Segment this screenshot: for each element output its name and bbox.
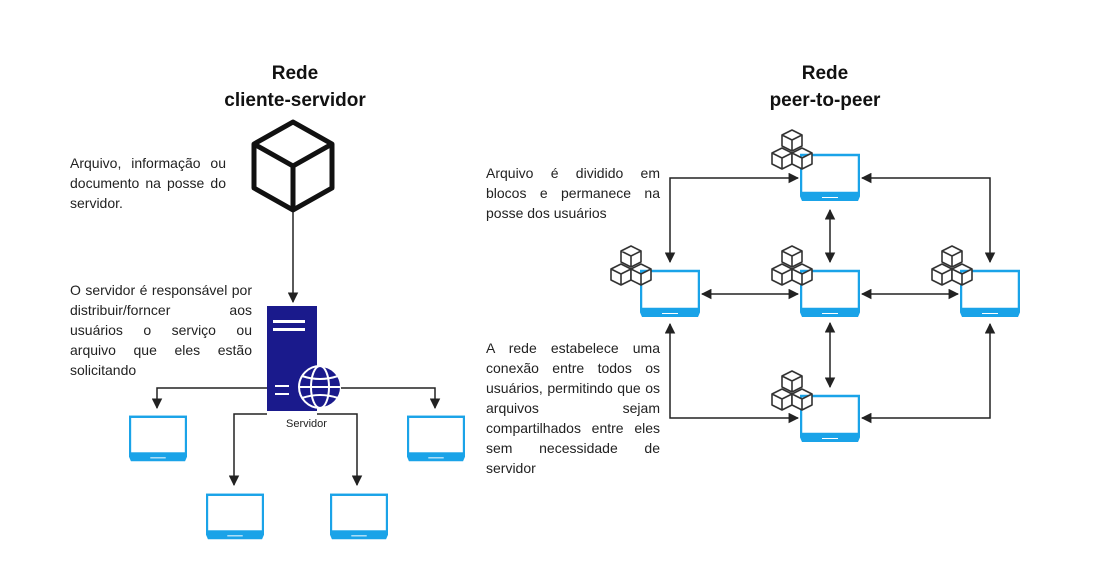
blocks-description: Arquivo é dividido em blocos e permanece…: [486, 165, 660, 221]
blocks-icon-center: [771, 245, 813, 286]
server-description: O servidor é responsável por distribuir/…: [70, 282, 252, 378]
client-monitor-bottom-right: [330, 493, 388, 541]
p2p-title: Rede peer-to-peer: [730, 60, 920, 114]
server-label: Servidor: [286, 418, 327, 430]
server-icon: [267, 306, 317, 411]
globe-icon: [298, 365, 342, 409]
blocks-icon-left: [610, 245, 652, 286]
client-server-title: Rede cliente-servidor: [200, 60, 390, 114]
blocks-icon-right: [931, 245, 973, 286]
blocks-icon-bottom: [771, 370, 813, 411]
network-description: A rede estabelece uma conexão entre todo…: [486, 340, 660, 476]
client-server-title-line1: Rede: [271, 63, 319, 84]
p2p-title-line1: Rede: [801, 63, 849, 84]
client-server-title-line2: cliente-servidor: [224, 90, 366, 111]
file-description: Arquivo, informação ou documento na poss…: [70, 155, 226, 211]
big-cube-icon: [251, 119, 335, 213]
blocks-icon-top: [771, 129, 813, 170]
peer-connections: [664, 172, 996, 424]
p2p-title-line2: peer-to-peer: [769, 90, 881, 111]
client-monitor-left: [129, 415, 187, 463]
server-connections: [151, 387, 441, 487]
client-monitor-right: [407, 415, 465, 463]
client-monitor-bottom-left: [206, 493, 264, 541]
